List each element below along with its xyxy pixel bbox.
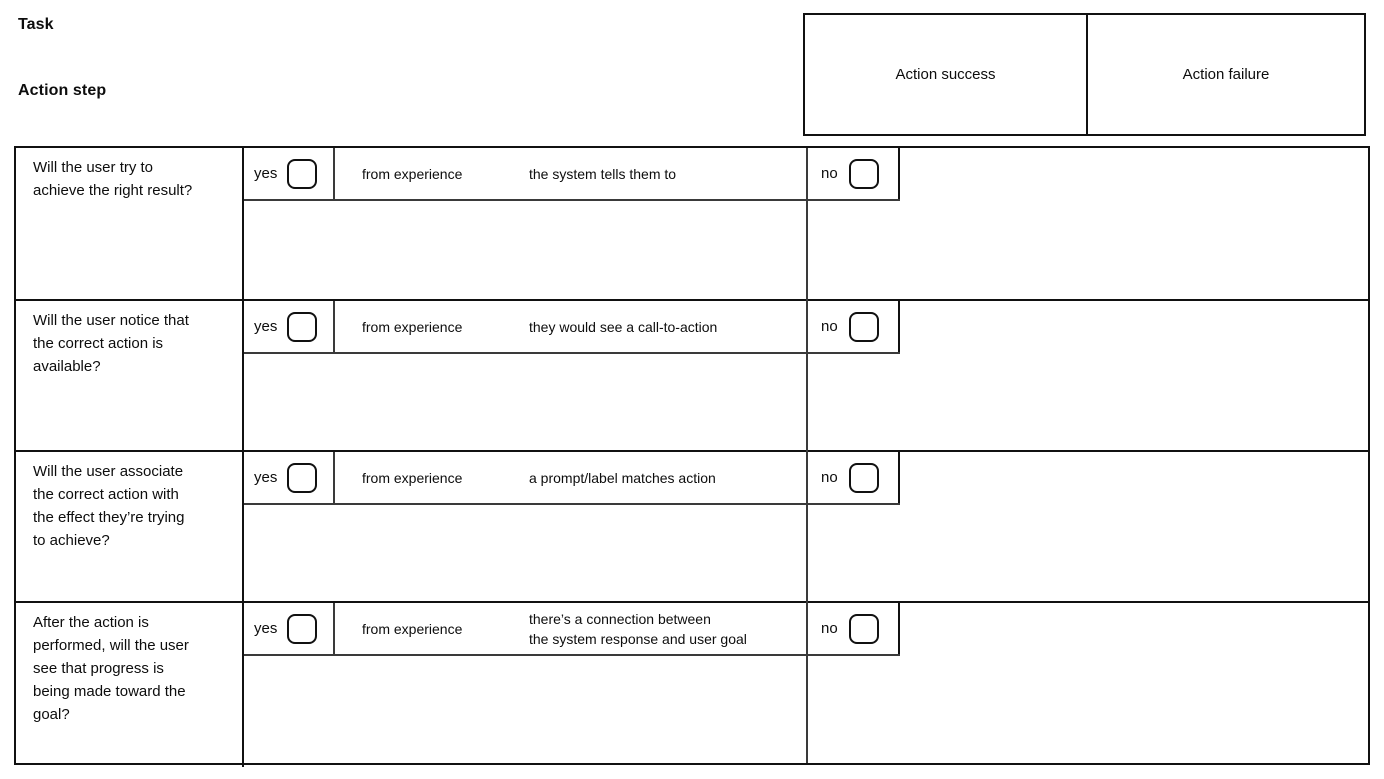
experience-cell: from experience a prompt/label matches a… — [335, 452, 808, 503]
walkthrough-row: After the action is performed, will the … — [16, 601, 1368, 767]
experience-note: a prompt/label matches action — [529, 469, 716, 486]
notes-area-left[interactable] — [244, 505, 806, 601]
walkthrough-row: Will the user notice that the correct ac… — [16, 299, 1368, 450]
experience-note: they would see a call-to-action — [529, 318, 718, 335]
yes-checkbox[interactable] — [287, 462, 318, 493]
no-checkbox[interactable] — [848, 158, 879, 189]
yes-cell: yes — [244, 603, 335, 654]
question-cell: Will the user try to achieve the right r… — [16, 148, 244, 299]
no-checkbox[interactable] — [848, 613, 879, 644]
no-cell: no — [808, 148, 900, 199]
yes-cell: yes — [244, 452, 335, 503]
notes-area-right[interactable] — [808, 148, 1368, 299]
yes-checkbox[interactable] — [287, 311, 318, 342]
notes-area-right[interactable] — [808, 603, 1368, 767]
yes-cell: yes — [244, 148, 335, 199]
yes-label: yes — [254, 318, 278, 335]
no-cell: no — [808, 452, 900, 503]
column-header-label: Action failure — [1182, 66, 1270, 83]
question-cell: Will the user associate the correct acti… — [16, 452, 244, 601]
no-checkbox[interactable] — [848, 462, 879, 493]
question-cell: After the action is performed, will the … — [16, 603, 244, 767]
walkthrough-row: Will the user associate the correct acti… — [16, 450, 1368, 601]
from-experience-label: from experience — [362, 165, 463, 182]
task-label: Task — [18, 16, 54, 33]
answer-band: yes from experience there’s a connection… — [244, 603, 900, 656]
no-checkbox[interactable] — [848, 311, 879, 342]
column-header-action-success: Action success — [803, 13, 1088, 136]
from-experience-label: from experience — [362, 318, 463, 335]
no-cell: no — [808, 603, 900, 654]
experience-cell: from experience there’s a connection bet… — [335, 603, 808, 654]
walkthrough-row: Will the user try to achieve the right r… — [16, 148, 1368, 299]
experience-note: the system tells them to — [529, 165, 677, 182]
no-label: no — [821, 165, 838, 182]
yes-cell: yes — [244, 301, 335, 352]
no-label: no — [821, 318, 838, 335]
notes-area-left[interactable] — [244, 354, 806, 450]
from-experience-label: from experience — [362, 620, 463, 637]
no-label: no — [821, 469, 838, 486]
action-step-label: Action step — [18, 82, 107, 99]
walkthrough-table: Will the user try to achieve the right r… — [14, 146, 1370, 767]
experience-cell: from experience the system tells them to — [335, 148, 808, 199]
answer-band: yes from experience a prompt/label match… — [244, 452, 900, 505]
column-header-label: Action success — [895, 66, 996, 83]
answer-band: yes from experience they would see a cal… — [244, 301, 900, 354]
experience-note: there’s a connection between the system … — [529, 610, 747, 647]
column-header-action-failure: Action failure — [1088, 13, 1366, 136]
no-label: no — [821, 620, 838, 637]
no-cell: no — [808, 301, 900, 352]
notes-area-right[interactable] — [808, 452, 1368, 601]
notes-area-right[interactable] — [808, 301, 1368, 450]
answer-band: yes from experience the system tells the… — [244, 148, 900, 201]
yes-label: yes — [254, 165, 278, 182]
yes-checkbox[interactable] — [287, 158, 318, 189]
from-experience-label: from experience — [362, 469, 463, 486]
notes-area-left[interactable] — [244, 201, 806, 299]
yes-label: yes — [254, 469, 278, 486]
notes-area-left[interactable] — [244, 656, 806, 767]
experience-cell: from experience they would see a call-to… — [335, 301, 808, 352]
yes-checkbox[interactable] — [287, 613, 318, 644]
main-vertical-divider — [806, 148, 808, 763]
question-cell: Will the user notice that the correct ac… — [16, 301, 244, 450]
yes-label: yes — [254, 620, 278, 637]
